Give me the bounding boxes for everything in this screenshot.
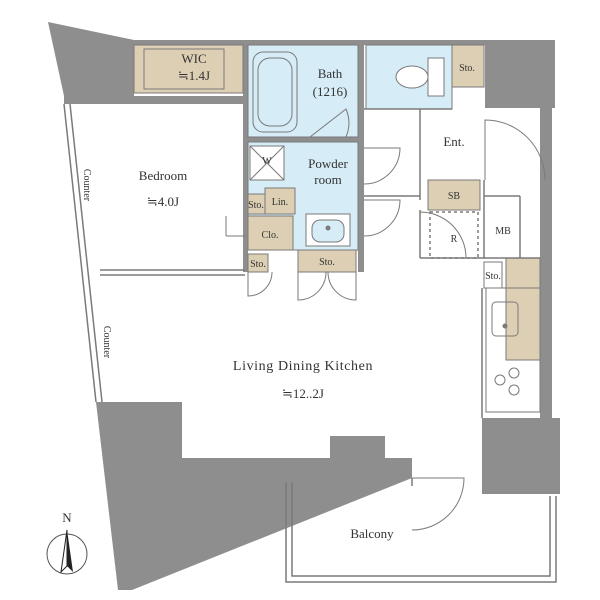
storage-hall-label: Sto. — [319, 257, 335, 268]
storage-hall-small-label: Sto. — [250, 259, 266, 270]
bath-size-label: (1216) — [313, 84, 348, 99]
door-powder — [363, 147, 401, 185]
wall-core-left — [243, 40, 248, 272]
wall-core-right — [358, 40, 364, 272]
door-closet — [225, 216, 246, 237]
entrance-label: Ent. — [443, 134, 464, 149]
door-balcony — [411, 477, 465, 531]
storage-toilet — [451, 44, 485, 88]
stove-burner-icon — [508, 384, 520, 396]
wall-bottom-left-column — [96, 402, 412, 590]
wic-label: WIC — [181, 51, 206, 66]
door-swings — [225, 108, 546, 531]
wall-top-bedroom — [64, 96, 245, 104]
washer-label: W — [262, 156, 272, 167]
storage-kitchen — [505, 257, 541, 361]
wall-wic-top — [134, 40, 246, 45]
stove-burner-icon — [494, 374, 506, 386]
storage-kitchen-label: Sto. — [485, 271, 501, 282]
bath-label: Bath — [318, 66, 343, 81]
bedroom-label: Bedroom — [139, 168, 187, 183]
refrigerator-space — [429, 211, 479, 259]
balcony-outline — [285, 482, 557, 583]
storage-bedroom-label: Sto. — [248, 200, 264, 211]
closet-box — [247, 215, 294, 251]
storage-hall — [297, 249, 357, 273]
wall-right-edge — [540, 108, 552, 440]
wic-inner — [143, 48, 225, 90]
bedroom-area-label: ≒4.0J — [147, 194, 179, 209]
north-arrow-icon: N — [46, 510, 88, 575]
balcony-label: Balcony — [350, 526, 394, 541]
door-ldk-right — [327, 271, 357, 301]
stove-burner-icon — [508, 367, 520, 379]
wall-bath-mid — [245, 137, 363, 142]
wall-top-right-column — [485, 40, 555, 108]
ldk-label: Living Dining Kitchen — [233, 359, 373, 374]
counter-label-upper: Counter — [81, 169, 92, 202]
wall-lower-right-column — [482, 418, 560, 494]
storage-hall-small — [247, 253, 269, 273]
sink-icon — [491, 301, 519, 337]
door-sto-hall — [247, 271, 273, 297]
kitchen-fixtures — [485, 287, 541, 413]
kitchen-counter — [485, 287, 541, 413]
storage-areas — [133, 44, 541, 361]
powder-room-label-1: Powder — [308, 156, 348, 171]
door-ent-hall — [484, 119, 546, 181]
labels: WIC ≒1.4J Bath (1216) Bedroom ≒4.0J Powd… — [81, 51, 511, 541]
closet-label: Clo. — [262, 230, 279, 241]
linen-box — [264, 187, 296, 215]
meter-box-label: MB — [495, 226, 511, 237]
partitions — [63, 103, 557, 583]
toilet-bowl-icon — [395, 65, 429, 89]
shoe-box — [427, 179, 481, 211]
bathtub-icon — [252, 51, 298, 133]
door-bath — [309, 108, 350, 138]
powder-room-label-2: room — [314, 172, 341, 187]
wall-left-column — [48, 22, 134, 96]
wall-bath-top — [245, 40, 485, 45]
refrigerator-label: R — [451, 234, 458, 245]
door-entrance — [419, 211, 467, 259]
linen-label: Lin. — [272, 197, 288, 208]
door-bedroom — [363, 199, 401, 237]
wic-area-label: ≒1.4J — [178, 68, 210, 83]
structural-walls — [48, 22, 560, 590]
door-ldk-left — [297, 271, 327, 301]
storage-toilet-label: Sto. — [459, 63, 475, 74]
counter-label-lower: Counter — [101, 326, 112, 359]
shoe-box-label: SB — [448, 191, 461, 202]
north-label: N — [62, 510, 72, 525]
toilet-tank-icon — [427, 57, 445, 97]
ldk-area-label: ≒12..2J — [282, 386, 324, 401]
